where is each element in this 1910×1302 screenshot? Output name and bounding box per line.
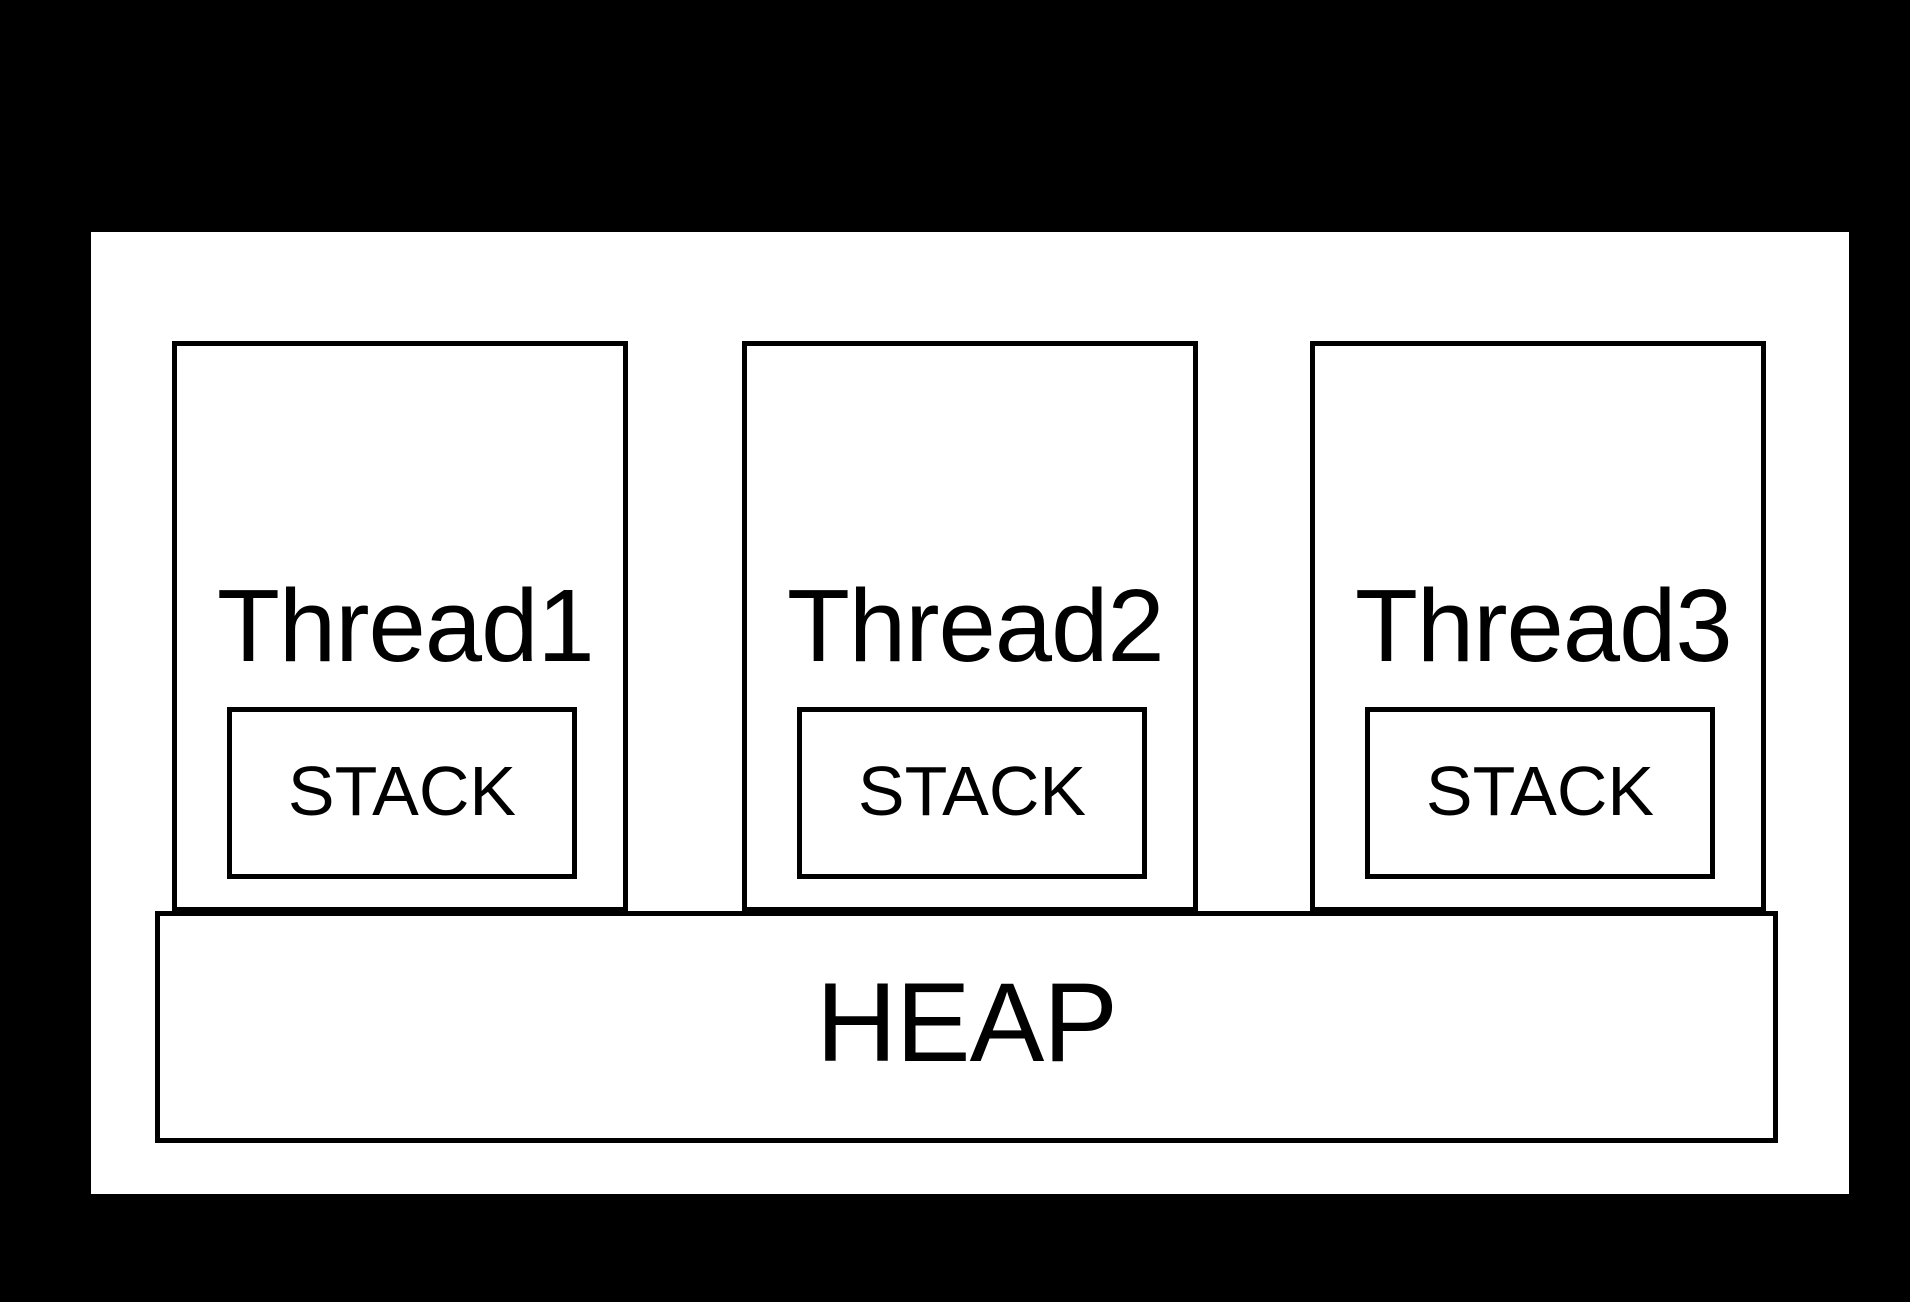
stack-box-1: STACK (227, 707, 577, 879)
thread-box-3: Thread3 STACK (1310, 341, 1766, 912)
stack-box-3: STACK (1365, 707, 1715, 879)
stack-label-2: STACK (857, 752, 1087, 830)
thread-box-1: Thread1 STACK (172, 341, 628, 912)
stack-label-1: STACK (287, 752, 517, 830)
process-panel: Thread1 STACK Thread2 STACK Thread3 STAC… (91, 232, 1849, 1194)
thread-label-1: Thread1 (217, 568, 595, 683)
thread-label-2: Thread2 (787, 568, 1165, 683)
stack-label-3: STACK (1425, 752, 1655, 830)
thread-label-3: Thread3 (1355, 568, 1733, 683)
heap-box: HEAP (155, 911, 1778, 1143)
stack-box-2: STACK (797, 707, 1147, 879)
thread-box-2: Thread2 STACK (742, 341, 1198, 912)
heap-label: HEAP (816, 960, 1118, 1085)
